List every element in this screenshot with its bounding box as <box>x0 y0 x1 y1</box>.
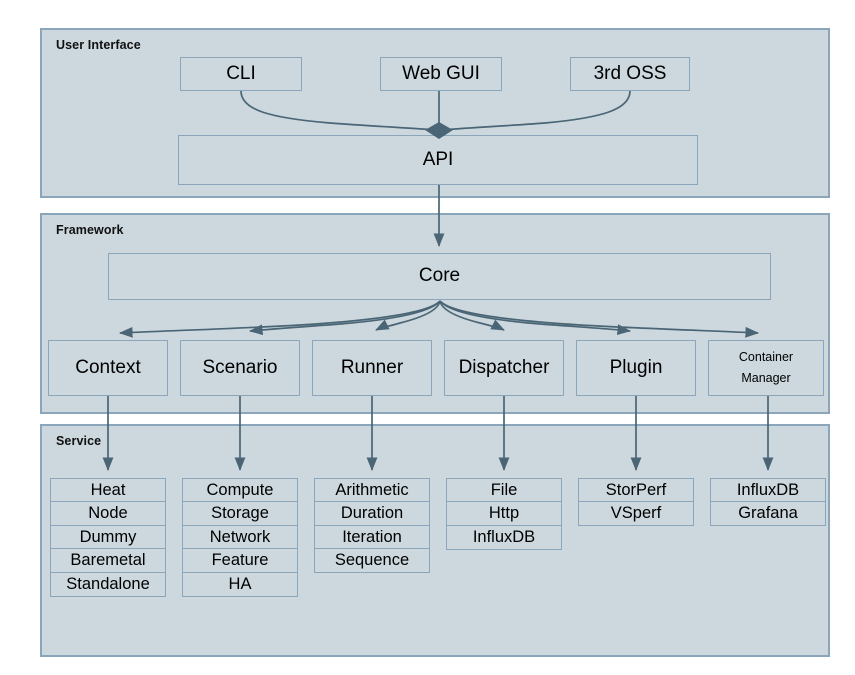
node-context[interactable]: Context <box>48 340 168 396</box>
service-item[interactable]: InfluxDB <box>710 478 826 503</box>
node-container-manager-line2: Manager <box>741 370 791 385</box>
node-dispatcher[interactable]: Dispatcher <box>444 340 564 396</box>
node-cli[interactable]: CLI <box>180 57 302 91</box>
service-item[interactable]: HA <box>182 571 298 597</box>
service-item[interactable]: Grafana <box>710 501 826 527</box>
service-item[interactable]: Iteration <box>314 524 430 550</box>
service-item[interactable]: Node <box>50 501 166 527</box>
service-item[interactable]: InfluxDB <box>446 524 562 550</box>
service-item[interactable]: Http <box>446 501 562 527</box>
node-container-manager[interactable]: Container Manager <box>708 340 824 396</box>
service-item[interactable]: Dummy <box>50 524 166 550</box>
service-item[interactable]: Network <box>182 524 298 550</box>
service-item[interactable]: Compute <box>182 478 298 503</box>
layer-panel-service: Service <box>40 424 830 657</box>
service-item[interactable]: Heat <box>50 478 166 503</box>
service-item[interactable]: VSperf <box>578 501 694 527</box>
service-item[interactable]: Arithmetic <box>314 478 430 503</box>
layer-title-service: Service <box>56 434 102 448</box>
service-item[interactable]: Storage <box>182 501 298 527</box>
node-web-gui[interactable]: Web GUI <box>380 57 502 91</box>
layer-title-user-interface: User Interface <box>56 38 141 52</box>
node-container-manager-line1: Container <box>738 349 794 364</box>
node-scenario[interactable]: Scenario <box>180 340 300 396</box>
layer-title-framework: Framework <box>56 223 124 237</box>
node-runner[interactable]: Runner <box>312 340 432 396</box>
service-item[interactable]: Baremetal <box>50 548 166 574</box>
service-item[interactable]: File <box>446 478 562 503</box>
node-plugin[interactable]: Plugin <box>576 340 696 396</box>
service-item[interactable]: Sequence <box>314 548 430 574</box>
node-core[interactable]: Core <box>108 253 771 300</box>
node-api[interactable]: API <box>178 135 698 185</box>
node-third-oss[interactable]: 3rd OSS <box>570 57 690 91</box>
service-item[interactable]: StorPerf <box>578 478 694 503</box>
service-item[interactable]: Feature <box>182 548 298 574</box>
service-item[interactable]: Duration <box>314 501 430 527</box>
service-item[interactable]: Standalone <box>50 571 166 597</box>
